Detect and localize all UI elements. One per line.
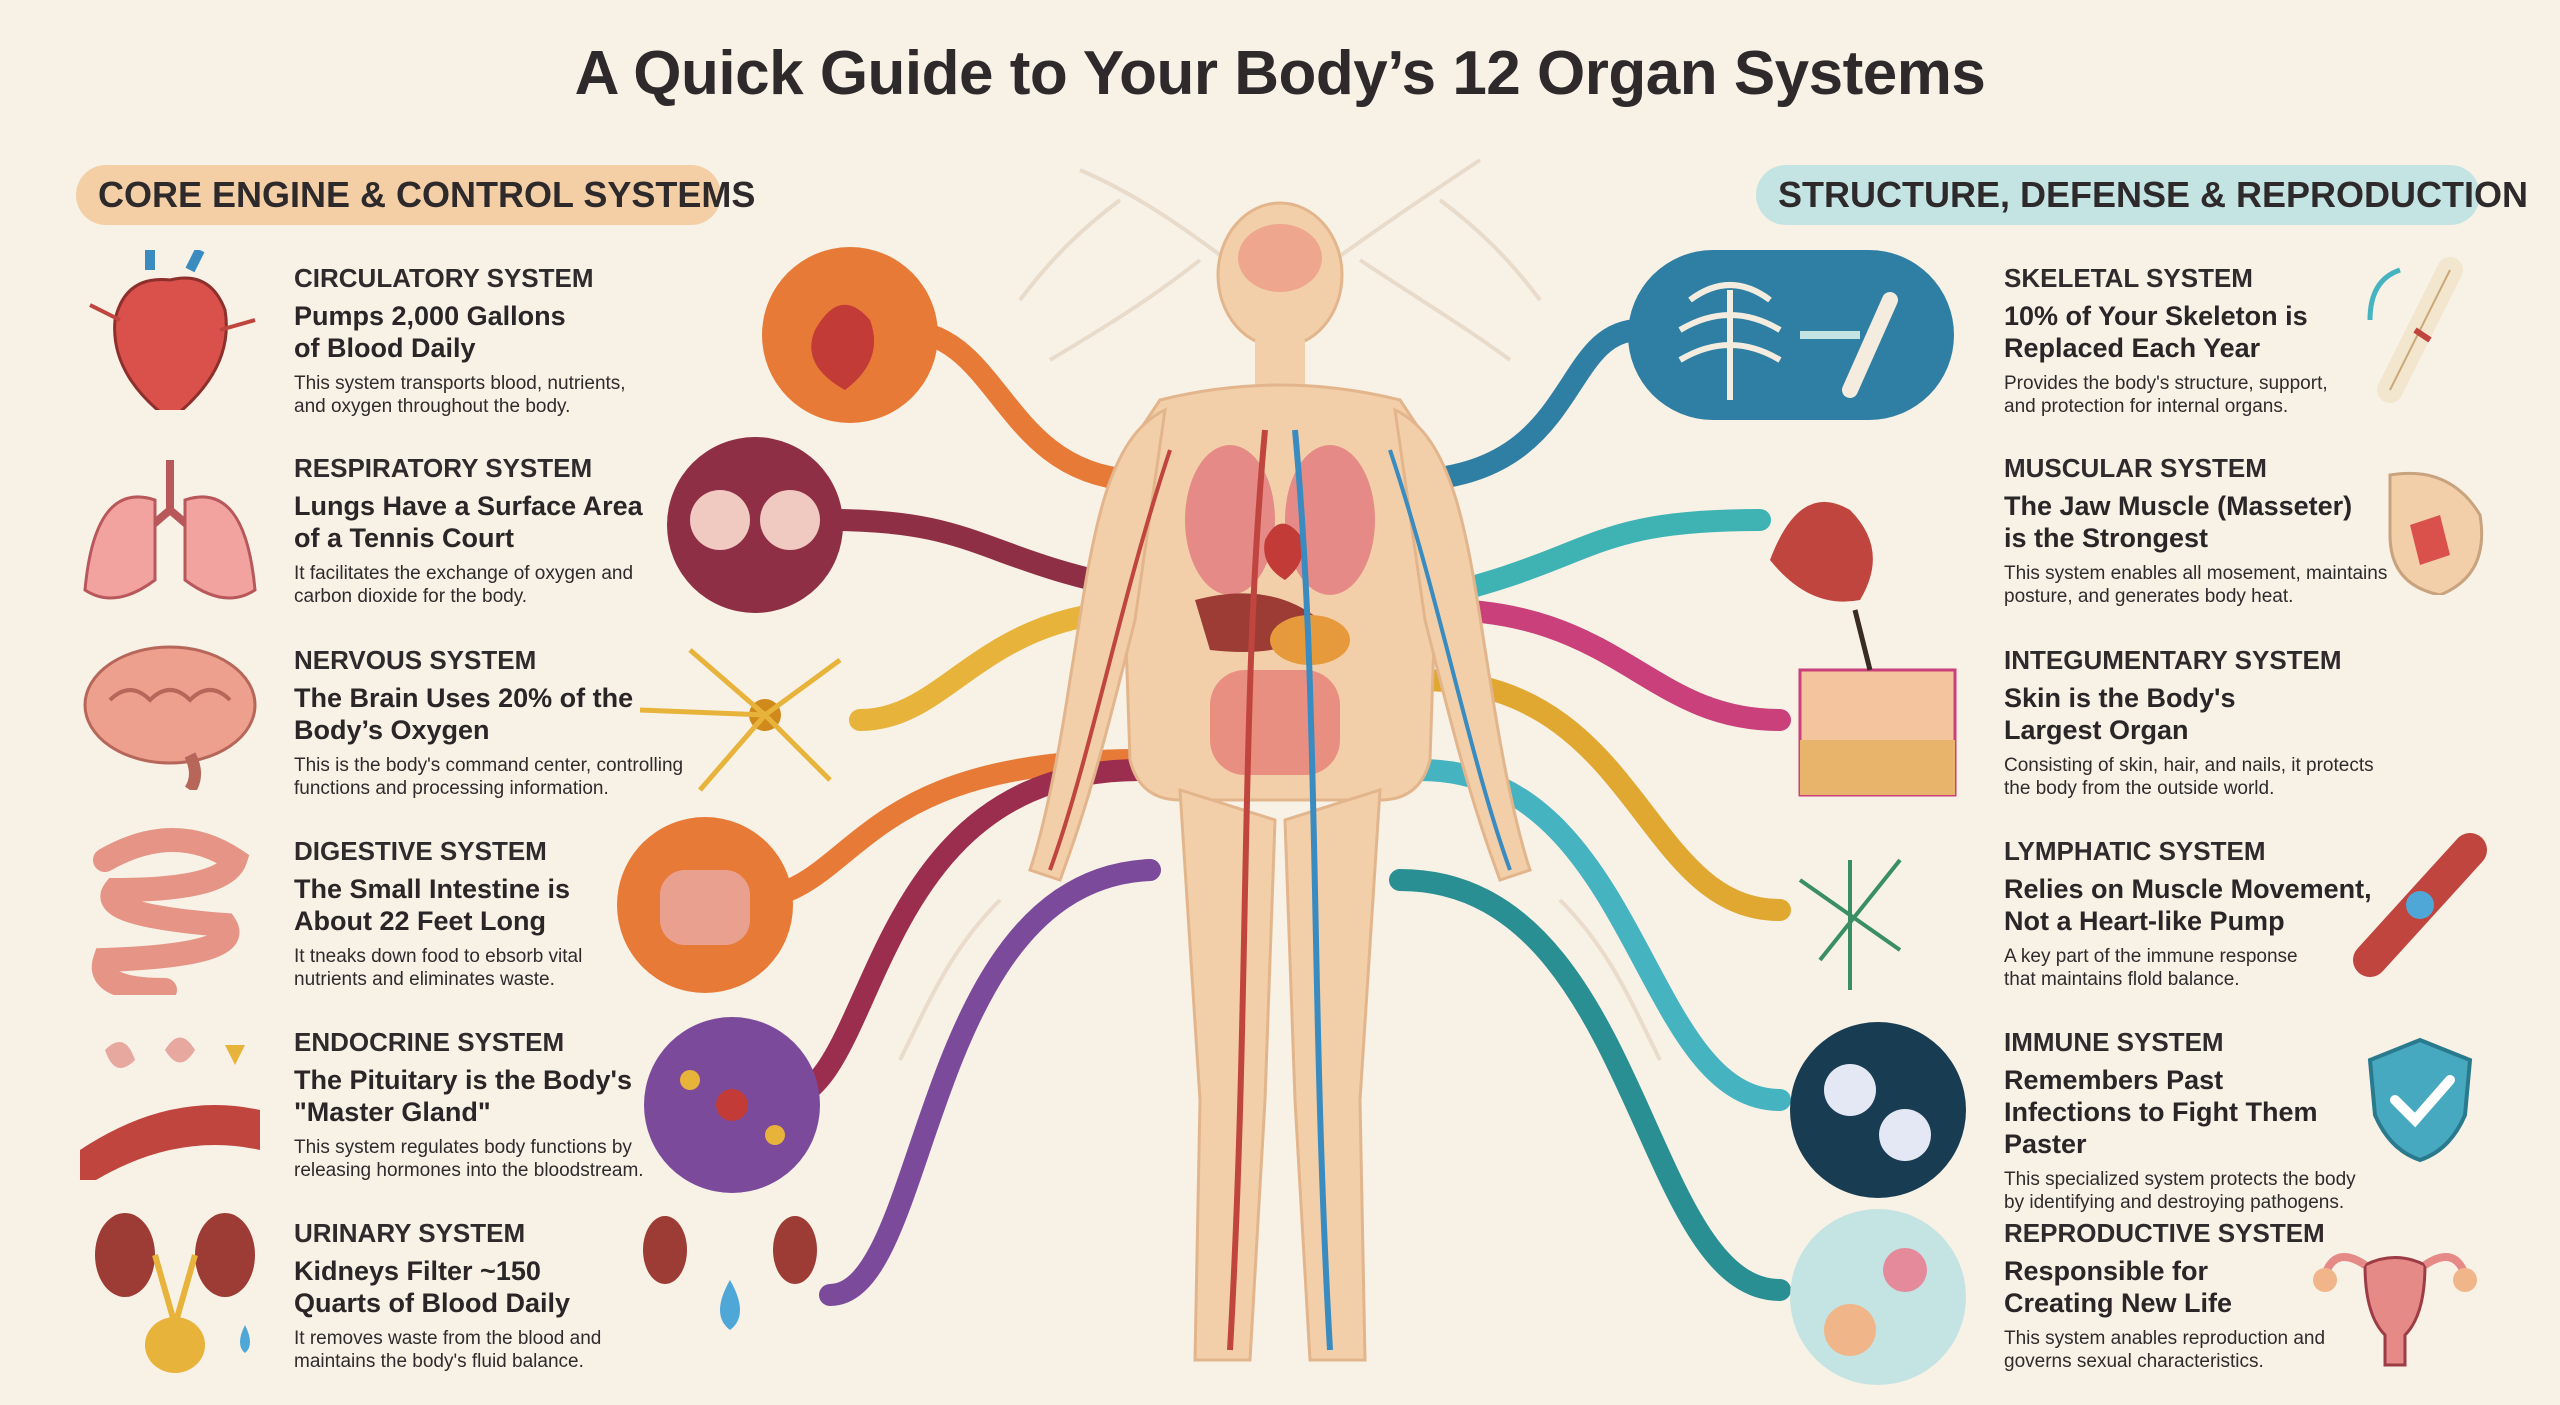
- heart-icon: [89, 250, 256, 410]
- system-name: SKELETAL SYSTEM: [2004, 263, 2253, 293]
- system-desc: It tneaks down food to ebsorb vital nutr…: [294, 946, 583, 990]
- kidneys-icon: [95, 1213, 255, 1373]
- system-name: IMMUNE SYSTEM: [2004, 1027, 2224, 1057]
- intestines: [1210, 670, 1340, 775]
- uterus-icon: [2313, 1253, 2477, 1367]
- bone-icon: [2367, 257, 2463, 403]
- immune-node: [1790, 1022, 1966, 1198]
- integumentary-node: [1798, 609, 1957, 797]
- right-group-label: STRUCTURE, DEFENSE & REPRODUCTION: [1756, 165, 2528, 225]
- urinary-node: [643, 1216, 817, 1330]
- system-desc: This system enables all mosement, mainta…: [2004, 563, 2388, 607]
- system-desc: It facilitates the exchange of oxygen an…: [294, 563, 634, 607]
- system-fact: The Small Intestine is About 22 Feet Lon…: [294, 874, 571, 936]
- system-desc: This system transports blood, nutrients,…: [294, 373, 626, 417]
- system-fact: Lungs Have a Surface Area of a Tennis Co…: [294, 491, 643, 553]
- system-fact: 10% of Your Skeleton is Replaced Each Ye…: [2004, 301, 2308, 363]
- intestine-icon: [91, 828, 250, 995]
- skeletal-system: SKELETAL SYSTEM 10% of Your Skeleton is …: [2004, 263, 2404, 418]
- system-name: CIRCULATORY SYSTEM: [294, 263, 594, 293]
- right-connectors: [1389, 319, 1791, 1301]
- endocrine-system: ENDOCRINE SYSTEM The Pituitary is the Bo…: [294, 1027, 714, 1182]
- system-desc: Consisting of skin, hair, and nails, it …: [2004, 755, 2374, 799]
- left-nodes: [617, 247, 938, 1330]
- system-name: RESPIRATORY SYSTEM: [294, 453, 593, 483]
- heart-organ: [1264, 523, 1303, 580]
- system-fact: Pumps 2,000 Gallons of Blood Daily: [294, 301, 566, 363]
- lungs-icon: [83, 460, 257, 600]
- immune-system: IMMUNE SYSTEM Remembers Past Infections …: [2004, 1027, 2404, 1214]
- system-fact: The Pituitary is the Body's "Master Glan…: [294, 1065, 632, 1127]
- brain-shape: [1238, 224, 1322, 292]
- system-fact: Responsible for Creating New Life: [2004, 1256, 2233, 1318]
- reproductive-system: REPRODUCTIVE SYSTEM Responsible for Crea…: [2004, 1218, 2404, 1373]
- shield-icon: [2367, 1037, 2473, 1163]
- system-fact: Relies on Muscle Movement, Not a Heart-l…: [2004, 874, 2372, 936]
- brain-icon: [83, 645, 257, 790]
- system-name: REPRODUCTIVE SYSTEM: [2004, 1218, 2325, 1248]
- muscle-fiber-icon: [2353, 833, 2487, 977]
- system-fact: The Brain Uses 20% of the Body’s Oxygen: [294, 683, 634, 745]
- glands-icon: [80, 1037, 260, 1180]
- lymphatic-system: LYMPHATIC SYSTEM Relies on Muscle Moveme…: [2004, 836, 2404, 991]
- muscular-system: MUSCULAR SYSTEM The Jaw Muscle (Masseter…: [2004, 453, 2404, 608]
- system-desc: Provides the body's structure, support, …: [2004, 373, 2328, 417]
- reproductive-node: [1790, 1209, 1966, 1385]
- integumentary-system: INTEGUMENTARY SYSTEM Skin is the Body's …: [2004, 645, 2404, 800]
- system-fact: Remembers Past Infections to Fight Them …: [2004, 1065, 2318, 1159]
- nervous-system: NERVOUS SYSTEM The Brain Uses 20% of the…: [294, 645, 714, 800]
- page-title: A Quick Guide to Your Body’s 12 Organ Sy…: [574, 39, 1986, 108]
- system-name: LYMPHATIC SYSTEM: [2004, 836, 2266, 866]
- system-fact: Skin is the Body's Largest Organ: [2004, 683, 2236, 745]
- system-fact: The Jaw Muscle (Masseter) is the Stronge…: [2004, 491, 2353, 553]
- human-body: [1028, 201, 1532, 1362]
- muscular-node: [1770, 501, 1873, 602]
- system-desc: This system regulates body functions by …: [294, 1137, 644, 1181]
- system-name: NERVOUS SYSTEM: [294, 645, 537, 675]
- system-desc: A key part of the immune response that m…: [2004, 946, 2298, 990]
- system-desc: This is the body's command center, contr…: [294, 755, 684, 799]
- system-desc: It removes waste from the blood and main…: [294, 1328, 602, 1372]
- system-fact: Kidneys Filter ~150 Quarts of Blood Dail…: [294, 1256, 571, 1318]
- system-name: ENDOCRINE SYSTEM: [294, 1027, 565, 1057]
- system-desc: This specialized system protects the bod…: [2004, 1169, 2356, 1213]
- right-lung: [1285, 445, 1375, 595]
- lymphatic-node: [1798, 858, 1902, 990]
- skeletal-node: [1628, 250, 1954, 420]
- face-masseter-icon: [2388, 471, 2484, 595]
- left-lung: [1185, 445, 1275, 595]
- respiratory-system: RESPIRATORY SYSTEM Lungs Have a Surface …: [294, 453, 714, 608]
- system-name: INTEGUMENTARY SYSTEM: [2004, 645, 2342, 675]
- right-nodes: [1628, 250, 1966, 1385]
- respiratory-node: [667, 437, 843, 613]
- urinary-system: URINARY SYSTEM Kidneys Filter ~150 Quart…: [294, 1218, 714, 1373]
- system-name: MUSCULAR SYSTEM: [2004, 453, 2267, 483]
- system-name: URINARY SYSTEM: [294, 1218, 526, 1248]
- system-desc: This system anables reproduction and gov…: [2004, 1328, 2326, 1372]
- system-name: DIGESTIVE SYSTEM: [294, 836, 547, 866]
- left-group-label: CORE ENGINE & CONTROL SYSTEMS: [76, 165, 755, 225]
- circulatory-system: CIRCULATORY SYSTEM Pumps 2,000 Gallons o…: [294, 263, 714, 418]
- digestive-system: DIGESTIVE SYSTEM The Small Intestine is …: [294, 836, 714, 991]
